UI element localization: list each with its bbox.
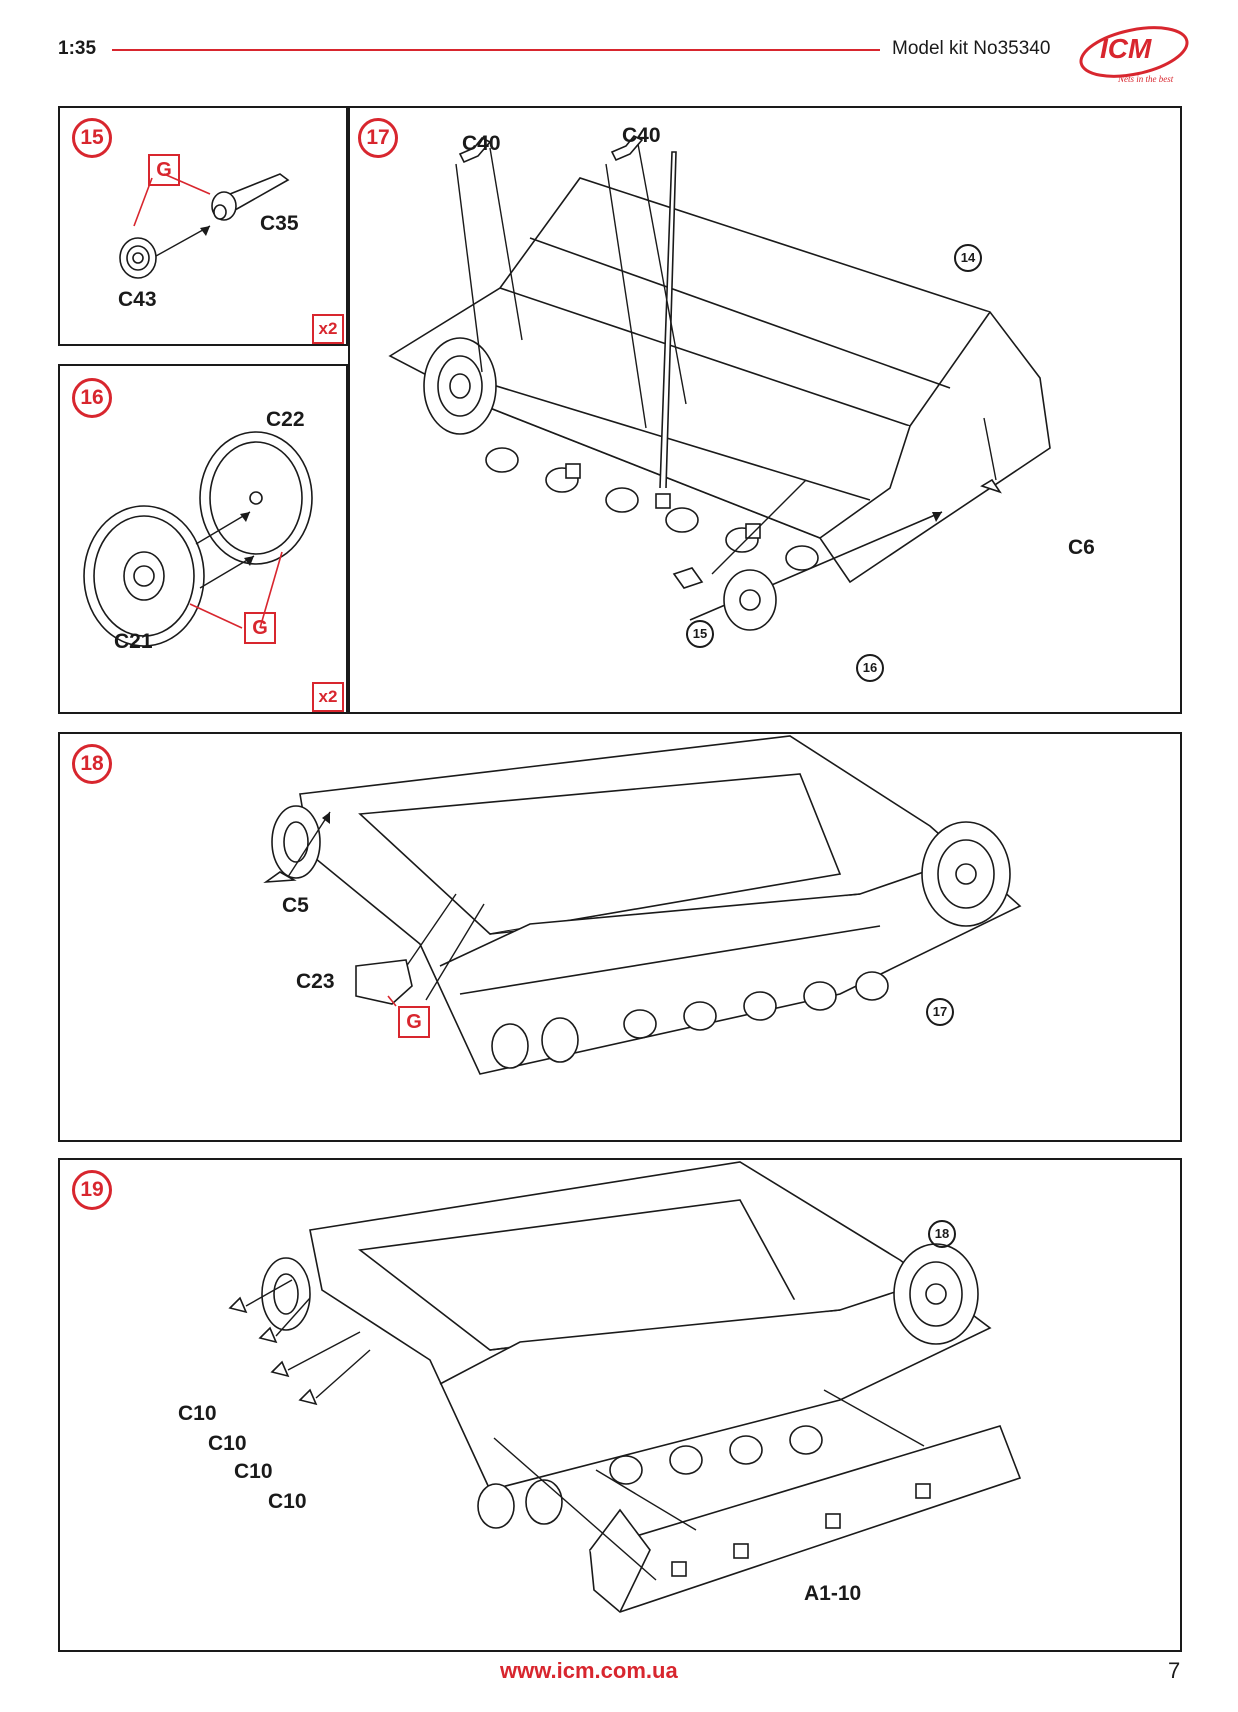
- part-label-c10: C10: [178, 1402, 217, 1425]
- step-15-panel: 15 G C35 C43 x2: [58, 106, 348, 346]
- glue-marker: G: [148, 154, 180, 186]
- page-number: 7: [1168, 1658, 1181, 1683]
- scale-label: 1:35: [58, 38, 97, 59]
- part-label-c6: C6: [1068, 536, 1095, 559]
- svg-text:ICM: ICM: [1100, 33, 1152, 64]
- part-label-c10: C10: [234, 1460, 273, 1483]
- step-number-16: 16: [72, 378, 112, 418]
- step-15-drawing: [119, 173, 290, 279]
- step-ref-17: 17: [926, 998, 954, 1026]
- svg-text:Nets in the best: Nets in the best: [1117, 74, 1174, 84]
- part-label-c21: C21: [114, 630, 153, 653]
- step-number-17: 17: [358, 118, 398, 158]
- kit-number: Model kit No35340: [892, 38, 1051, 59]
- part-label-c35: C35: [260, 212, 299, 235]
- step-16-panel: 16 C22 C21 G x2: [58, 364, 348, 714]
- step-ref-18: 18: [928, 1220, 956, 1248]
- icm-logo: ICM Nets in the best: [1079, 26, 1189, 84]
- step-number-15: 15: [72, 118, 112, 158]
- glue-marker: G: [244, 612, 276, 644]
- step-number-18: 18: [72, 744, 112, 784]
- part-label-c5: C5: [282, 894, 309, 917]
- step-18-drawing: [263, 735, 1022, 1075]
- header-rule: [112, 49, 880, 51]
- step-19-drawing: [228, 1161, 1022, 1613]
- step-19-panel: 19 18 C10 C10 C10 C10 A1-10: [58, 1158, 1182, 1652]
- part-label-c22: C22: [266, 408, 305, 431]
- glue-marker: G: [398, 1006, 430, 1038]
- step-16-drawing: [83, 431, 313, 647]
- step-ref-16: 16: [856, 654, 884, 682]
- step-ref-14: 14: [954, 244, 982, 272]
- part-label-c23: C23: [296, 970, 335, 993]
- part-label-c10: C10: [208, 1432, 247, 1455]
- part-label-c10: C10: [268, 1490, 307, 1513]
- part-label-c43: C43: [118, 288, 157, 311]
- multiplier-badge: x2: [312, 682, 344, 712]
- step-number-19: 19: [72, 1170, 112, 1210]
- page-header: 1:35 Model kit No35340 ICM Nets in the b…: [0, 0, 1238, 100]
- step-18-panel: 18 C5 C23 G 17: [58, 732, 1182, 1142]
- website-link[interactable]: www.icm.com.ua: [500, 1658, 678, 1683]
- step-17-drawing: [388, 134, 1051, 631]
- part-label-a1-10: A1-10: [804, 1582, 862, 1605]
- step-17-panel: 17 C40 C40 14 C6 15 16: [348, 106, 1182, 714]
- multiplier-badge: x2: [312, 314, 344, 344]
- step-ref-15: 15: [686, 620, 714, 648]
- part-label-c40: C40: [462, 132, 501, 155]
- part-label-c40: C40: [622, 124, 661, 147]
